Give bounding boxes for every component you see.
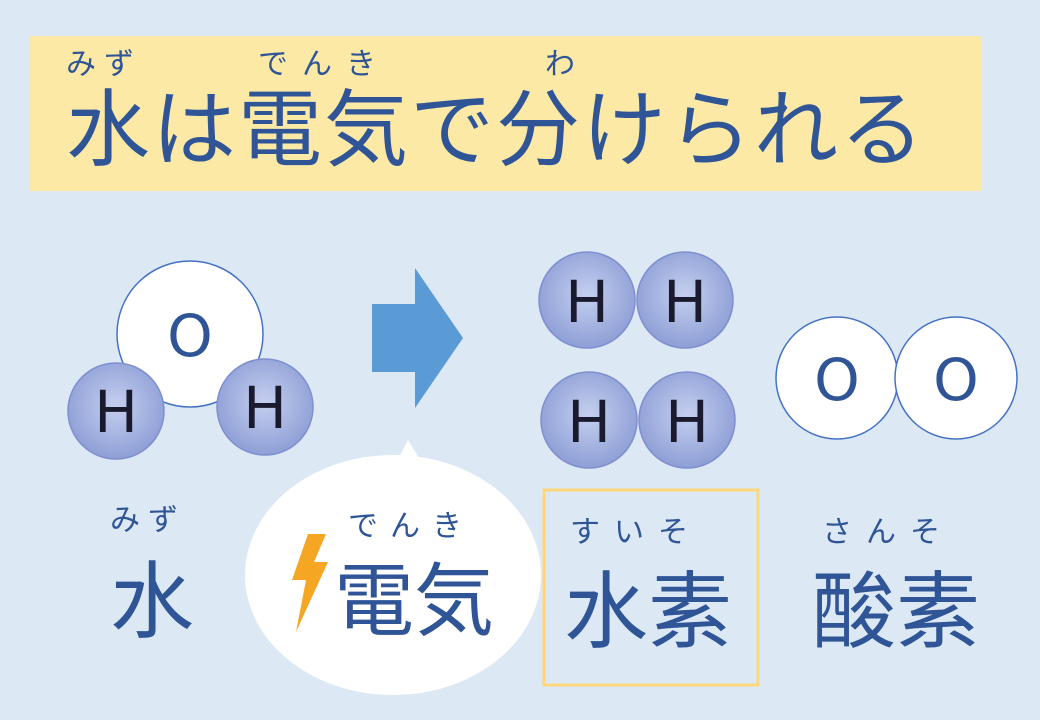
oxygen-molecule: O O — [775, 316, 1018, 440]
electricity-ruby: でんき — [348, 509, 474, 544]
water-hydrogen-atom-right — [216, 358, 314, 456]
title-ruby-wa: わ — [545, 47, 583, 82]
title-band — [30, 36, 982, 191]
water-ruby: みず — [110, 503, 186, 538]
hydrogen-atom — [540, 371, 638, 469]
hydrogen-ruby: すいそ — [570, 515, 702, 550]
lightning-icon — [292, 534, 328, 632]
water-hydrogen-label-left: H — [94, 378, 138, 446]
hydrogen-label: H — [663, 268, 707, 336]
water-oxygen-label: O — [167, 302, 213, 370]
hydrogen-atom — [638, 371, 736, 469]
title-ruby-denki: でんき — [258, 47, 390, 82]
oxygen-ruby: さんそ — [822, 515, 954, 550]
speech-bubble — [245, 440, 541, 695]
hydrogen-atom — [538, 251, 636, 349]
title-ruby-mizu: みず — [66, 47, 142, 82]
right-arrow-icon — [372, 268, 463, 408]
oxygen-label: O — [814, 346, 860, 414]
water-oxygen-atom — [116, 260, 264, 408]
water-molecule: O H H — [67, 260, 314, 460]
oxygen-label: O — [933, 346, 979, 414]
oxygen-atom — [894, 316, 1018, 440]
hydrogen-molecule-top: H H — [538, 251, 734, 349]
water-label: 水 — [110, 553, 195, 651]
hydrogen-molecule-bottom: H H — [540, 371, 736, 469]
electricity-label: 電気 — [334, 555, 494, 648]
page-title: 水は電気で分けられる — [66, 81, 927, 179]
water-hydrogen-label-right: H — [243, 374, 287, 442]
hydrogen-label: H — [665, 388, 709, 456]
oxygen-name: 酸素 — [812, 563, 981, 661]
hydrogen-highlight-box — [542, 488, 760, 687]
water-hydrogen-atom-left — [67, 362, 165, 460]
hydrogen-label: H — [567, 388, 611, 456]
hydrogen-name: 水素 — [564, 563, 733, 661]
hydrogen-atom — [636, 251, 734, 349]
hydrogen-label: H — [565, 268, 609, 336]
